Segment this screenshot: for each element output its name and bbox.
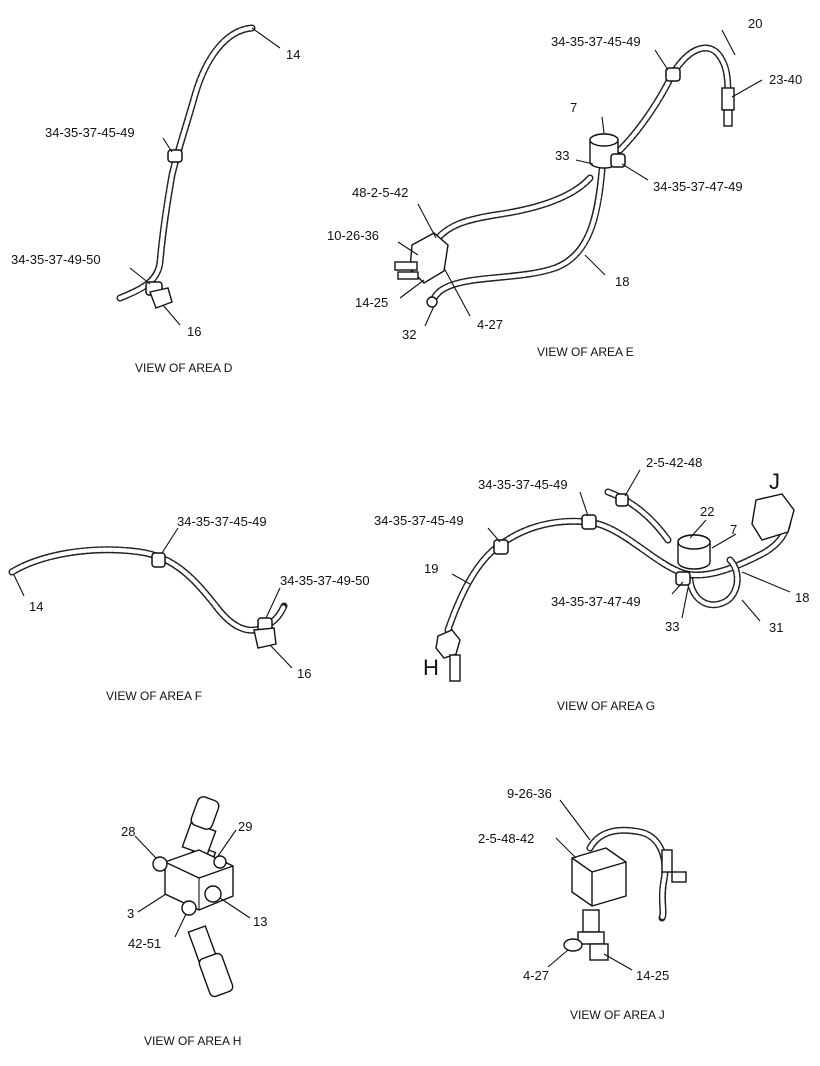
view-caption: VIEW OF AREA J	[570, 1008, 665, 1022]
hose-clamp	[615, 493, 629, 507]
view-area-g: 2-5-42-48 J 34-35-37-45-49 22 34-35-37-4…	[374, 455, 809, 713]
label-clamp: 34-35-37-49-50	[11, 252, 101, 267]
view-area-f: 34-35-37-45-49 34-35-37-49-50 14 16 VIEW…	[8, 514, 370, 703]
view-area-d: 14 34-35-37-45-49 34-35-37-49-50 16 VIEW…	[11, 24, 300, 375]
hose-clamp	[581, 514, 597, 530]
fitting-end	[723, 109, 733, 127]
hose-clamp	[665, 67, 681, 82]
valve-block	[571, 847, 627, 907]
label-16: 16	[297, 666, 311, 681]
label-18: 18	[795, 590, 809, 605]
fitting	[661, 849, 673, 873]
label-28: 28	[121, 824, 135, 839]
label-clamp: 34-35-37-45-49	[177, 514, 267, 529]
label-33: 33	[665, 619, 679, 634]
label-42-51: 42-51	[128, 936, 161, 951]
fitting-42-51	[181, 900, 197, 916]
hose-clamp	[167, 149, 183, 163]
fitting	[577, 931, 605, 945]
view-caption: VIEW OF AREA F	[106, 689, 202, 703]
label-10-26-36: 10-26-36	[327, 228, 379, 243]
fitting-13	[204, 885, 222, 903]
label-48-2-5-42: 48-2-5-42	[352, 185, 408, 200]
label-clamp: 34-35-37-45-49	[551, 34, 641, 49]
label-2-5-48-42: 2-5-48-42	[478, 831, 534, 846]
fitting	[397, 271, 419, 280]
label-14: 14	[286, 47, 300, 62]
view-caption: VIEW OF AREA G	[557, 699, 655, 713]
fitting	[671, 871, 687, 883]
label-clamp: 34-35-37-47-49	[551, 594, 641, 609]
fitting-14-25	[589, 943, 609, 961]
fitting-29	[213, 855, 227, 869]
label-4-27: 4-27	[477, 317, 503, 332]
label-clamp: 34-35-37-45-49	[374, 513, 464, 528]
label-13: 13	[253, 914, 267, 929]
view-area-e: 20 34-35-37-45-49 23-40 7 33 34-35-37-47…	[327, 16, 802, 359]
view-area-h: 28 29 3 13 42-51 VIEW OF AREA H	[121, 796, 267, 1048]
fitting	[190, 796, 220, 830]
view-caption: VIEW OF AREA D	[135, 361, 233, 375]
label-23-40: 23-40	[769, 72, 802, 87]
fitting	[449, 654, 461, 682]
label-7: 7	[730, 522, 737, 537]
valve-block	[435, 629, 461, 659]
label-32: 32	[402, 327, 416, 342]
fitting-28	[152, 856, 168, 872]
label-clamp: 34-35-37-45-49	[478, 477, 568, 492]
view-caption: VIEW OF AREA H	[144, 1034, 241, 1048]
label-2-5-42-48: 2-5-42-48	[646, 455, 702, 470]
fitting	[721, 87, 735, 111]
label-18: 18	[615, 274, 629, 289]
label-clamp: 34-35-37-47-49	[653, 179, 743, 194]
bracket	[253, 627, 277, 649]
label-20: 20	[748, 16, 762, 31]
label-H: H	[423, 655, 439, 680]
hose-clamp	[675, 571, 691, 586]
label-16: 16	[187, 324, 201, 339]
fitting	[426, 296, 438, 308]
label-3: 3	[127, 906, 134, 921]
fitting	[198, 952, 234, 998]
fitting-4-27	[563, 938, 583, 952]
fitting	[582, 909, 600, 933]
fitting	[394, 261, 418, 271]
label-J: J	[769, 469, 780, 494]
view-area-j: 9-26-36 2-5-48-42 4-27 14-25 VIEW OF ARE…	[478, 786, 687, 1022]
label-14-25: 14-25	[636, 968, 669, 983]
label-33: 33	[555, 148, 569, 163]
label-clamp: 34-35-37-49-50	[280, 573, 370, 588]
label-14-25: 14-25	[355, 295, 388, 310]
label-7: 7	[570, 100, 577, 115]
hose-clamp	[151, 552, 166, 568]
label-22: 22	[700, 504, 714, 519]
hose-clamp	[610, 153, 626, 168]
hose-clamp	[493, 539, 509, 555]
label-19: 19	[424, 561, 438, 576]
bracket	[149, 287, 173, 309]
label-29: 29	[238, 819, 252, 834]
valve-block	[751, 493, 795, 541]
label-31: 31	[769, 620, 783, 635]
label-clamp: 34-35-37-45-49	[45, 125, 135, 140]
label-4-27: 4-27	[523, 968, 549, 983]
view-caption: VIEW OF AREA E	[537, 345, 634, 359]
label-14: 14	[29, 599, 43, 614]
label-9-26-36: 9-26-36	[507, 786, 552, 801]
